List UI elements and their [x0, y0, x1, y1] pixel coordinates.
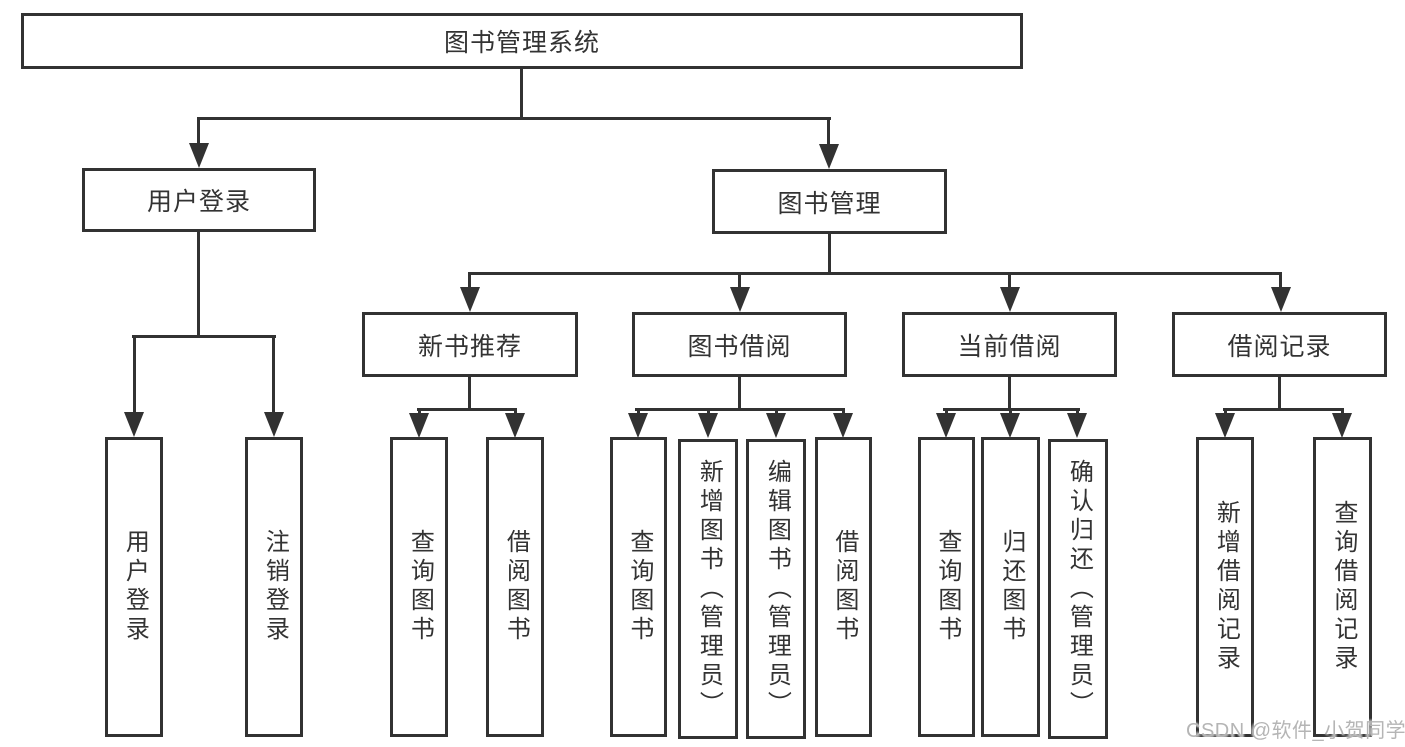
node-label: 图书管理 [777, 189, 882, 218]
arrowhead-to-login-child2 [264, 412, 284, 437]
connector-borrow-stem [738, 377, 741, 410]
node-label: 查询图书 [406, 529, 434, 645]
arrowhead-to-login-child1 [124, 412, 144, 437]
arrowhead [766, 413, 786, 438]
arrowhead [1332, 413, 1352, 438]
node-label: 新增借阅记录 [1212, 500, 1240, 674]
node-root-library-system: 图书管理系统 [21, 13, 1023, 69]
arrowhead-to-newbook [460, 287, 480, 312]
node-leaf-query-books: 查询图书 [918, 437, 975, 737]
connector-newbook-drop [468, 272, 471, 290]
arrowhead-to-manage [819, 144, 839, 169]
connector-drop [775, 408, 778, 417]
node-label: 新增图书（管理员） [695, 458, 723, 720]
arrowhead [1215, 413, 1235, 438]
node-user-login: 用户登录 [82, 168, 316, 232]
arrowhead [409, 413, 429, 438]
connector-newbook-rail [417, 408, 517, 411]
arrowhead [628, 413, 648, 438]
node-leaf-logout: 注销登录 [245, 437, 303, 737]
node-borrow-records: 借阅记录 [1172, 312, 1387, 377]
node-label: 确认归还（管理员） [1065, 458, 1093, 720]
node-book-management: 图书管理 [712, 169, 947, 234]
node-leaf-confirm-return-admin: 确认归还（管理员） [1048, 439, 1108, 739]
node-new-book-recommend: 新书推荐 [362, 312, 578, 377]
connector-current-drop [1008, 272, 1011, 290]
connector-manage-rail [468, 272, 1282, 275]
node-leaf-borrow-books: 借阅图书 [815, 437, 872, 737]
node-leaf-query-books: 查询图书 [610, 437, 667, 737]
connector-borrow-rail [635, 408, 845, 411]
connector-drop [1076, 408, 1079, 417]
node-leaf-query-borrow-record: 查询借阅记录 [1313, 437, 1372, 737]
connector-records-drop [1279, 272, 1282, 290]
node-book-borrow: 图书借阅 [632, 312, 847, 377]
connector-drop [945, 408, 948, 417]
connector-drop [1009, 408, 1012, 417]
connector-drop [637, 408, 640, 417]
arrowhead [833, 413, 853, 438]
node-label: 归还图书 [997, 529, 1025, 645]
node-label: 借阅图书 [502, 529, 530, 645]
node-label: 注销登录 [261, 529, 289, 645]
arrowhead [1000, 413, 1020, 438]
connector-root-stem [520, 69, 523, 119]
connector-drop [514, 408, 517, 417]
node-label: 查询借阅记录 [1329, 500, 1357, 674]
connector-login-drop [197, 117, 200, 145]
node-label: 新书推荐 [417, 332, 522, 361]
connector-newbook-stem [468, 377, 471, 410]
connector-drop [842, 408, 845, 417]
connector-drop [707, 408, 710, 417]
node-label: 用户登录 [146, 188, 251, 216]
node-label: 用户登录 [121, 529, 149, 645]
node-label: 图书管理系统 [443, 29, 600, 57]
node-label: 借阅图书 [830, 529, 858, 645]
node-label: 查询图书 [625, 529, 653, 645]
arrowhead-to-borrow [730, 287, 750, 312]
arrowhead [1067, 413, 1087, 438]
connector-drop [418, 408, 421, 417]
node-leaf-query-books: 查询图书 [390, 437, 448, 737]
node-leaf-edit-books-admin: 编辑图书（管理员） [746, 439, 806, 739]
node-label: 借阅记录 [1227, 332, 1332, 361]
node-leaf-add-books-admin: 新增图书（管理员） [678, 439, 738, 739]
connector-drop [1341, 408, 1344, 417]
connector-drop [1224, 408, 1227, 417]
arrowhead-to-login [189, 143, 209, 168]
connector-current-stem [1008, 377, 1011, 410]
connector-root-rail [197, 117, 831, 120]
arrowhead [936, 413, 956, 438]
node-leaf-return-books: 归还图书 [981, 437, 1040, 737]
node-label: 查询图书 [933, 529, 961, 645]
csdn-watermark: CSDN @软件_小贺同学 [1186, 720, 1405, 742]
connector-manage-drop [827, 117, 830, 146]
node-label: 图书借阅 [687, 332, 792, 361]
connector-records-stem [1278, 377, 1281, 410]
arrowhead [505, 413, 525, 438]
connector-manage-stem [828, 234, 831, 275]
node-leaf-borrow-books: 借阅图书 [486, 437, 544, 737]
node-current-borrow: 当前借阅 [902, 312, 1117, 377]
node-leaf-user-login: 用户登录 [105, 437, 163, 737]
connector-records-rail [1223, 408, 1344, 411]
arrowhead-to-current [1000, 287, 1020, 312]
arrowhead-to-records [1271, 287, 1291, 312]
connector-login-child2-drop [272, 335, 275, 415]
node-leaf-add-borrow-record: 新增借阅记录 [1196, 437, 1254, 737]
node-label: 编辑图书（管理员） [763, 458, 791, 720]
connector-login-stem [197, 231, 200, 337]
connector-borrow-drop [738, 272, 741, 290]
arrowhead [698, 413, 718, 438]
connector-login-rail [132, 335, 276, 338]
connector-login-child1-drop [133, 335, 136, 415]
node-label: 当前借阅 [957, 332, 1062, 361]
